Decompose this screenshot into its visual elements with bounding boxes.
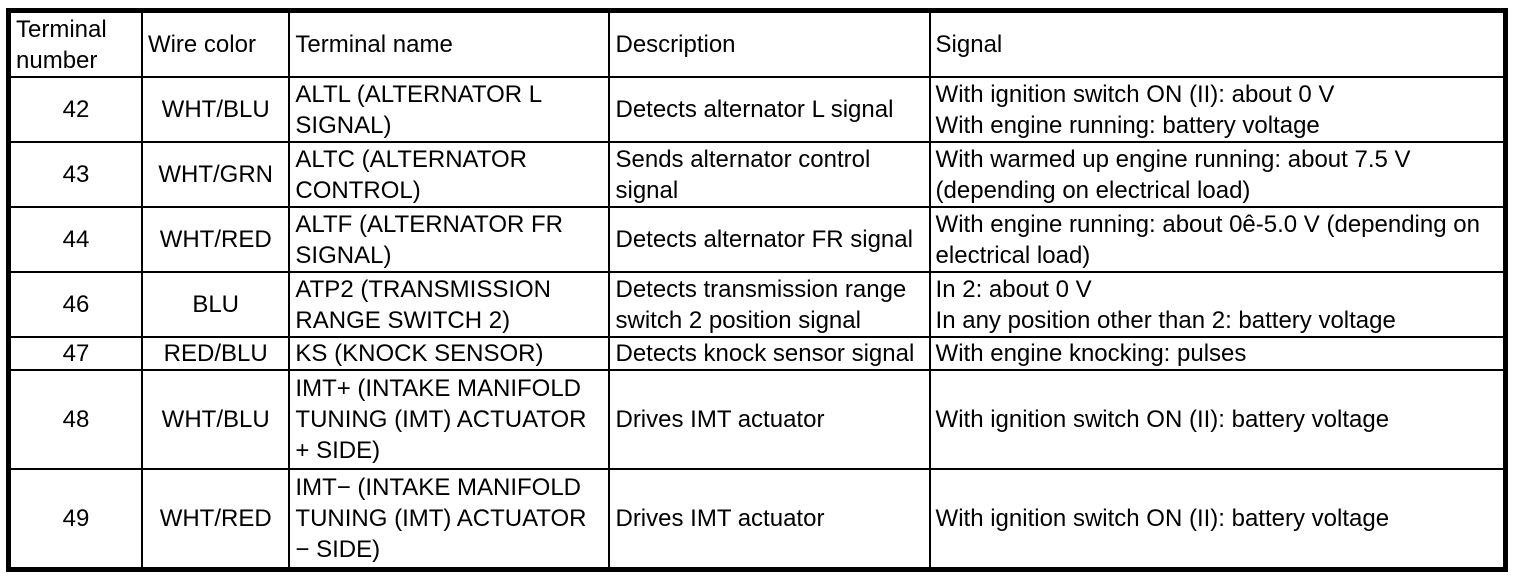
cell-terminal-number: 44 [7,206,143,273]
cell-signal: With ignition switch ON (II): battery vo… [928,369,1507,470]
cell-signal: With ignition switch ON (II): about 0 V … [928,76,1507,143]
column-header-terminal-number: Terminal number [7,9,143,78]
cell-terminal-number: 48 [7,369,143,470]
cell-description: Detects transmission range switch 2 posi… [608,271,931,338]
column-header-description: Description [608,9,931,78]
cell-terminal-name: ATP2 (TRANSMISSION RANGE SWITCH 2) [288,271,611,338]
cell-description: Drives IMT actuator [608,369,931,470]
cell-terminal-number: 49 [7,468,143,571]
table-header: Terminal number Wire color Terminal name… [7,9,1507,78]
cell-signal: With engine knocking: pulses [928,336,1507,371]
cell-wire-color: BLU [140,271,291,338]
cell-description: Sends alternator control signal [608,141,931,208]
cell-wire-color: WHT/RED [140,468,291,571]
cell-terminal-name: IMT− (INTAKE MANIFOLD TUNING (IMT) ACTUA… [288,468,611,571]
cell-terminal-number: 47 [7,336,143,371]
cell-wire-color: WHT/BLU [140,369,291,470]
cell-terminal-number: 42 [7,76,143,143]
cell-description: Drives IMT actuator [608,468,931,571]
cell-description: Detects alternator L signal [608,76,931,143]
cell-terminal-number: 43 [7,141,143,208]
cell-terminal-name: ALTF (ALTERNATOR FR SIGNAL) [288,206,611,273]
header-row: Terminal number Wire color Terminal name… [7,9,1507,78]
cell-signal: With warmed up engine running: about 7.5… [928,141,1507,208]
cell-description: Detects alternator FR signal [608,206,931,273]
column-header-terminal-name: Terminal name [288,9,611,78]
cell-signal: In 2: about 0 V In any position other th… [928,271,1507,338]
cell-signal: With ignition switch ON (II): battery vo… [928,468,1507,571]
cell-terminal-name: KS (KNOCK SENSOR) [288,336,611,371]
cell-terminal-name: ALTC (ALTERNATOR CONTROL) [288,141,611,208]
cell-terminal-number: 46 [7,271,143,338]
cell-wire-color: WHT/BLU [140,76,291,143]
terminal-table: Terminal number Wire color Terminal name… [6,8,1508,572]
cell-signal: With engine running: about 0ê-5.0 V (dep… [928,206,1507,273]
cell-wire-color: WHT/GRN [140,141,291,208]
cell-wire-color: RED/BLU [140,336,291,371]
column-header-wire-color: Wire color [140,9,291,78]
cell-description: Detects knock sensor signal [608,336,931,371]
cell-terminal-name: ALTL (ALTERNATOR L SIGNAL) [288,76,611,143]
cell-wire-color: WHT/RED [140,206,291,273]
cell-terminal-name: IMT+ (INTAKE MANIFOLD TUNING (IMT) ACTUA… [288,369,611,470]
column-header-signal: Signal [928,9,1507,78]
